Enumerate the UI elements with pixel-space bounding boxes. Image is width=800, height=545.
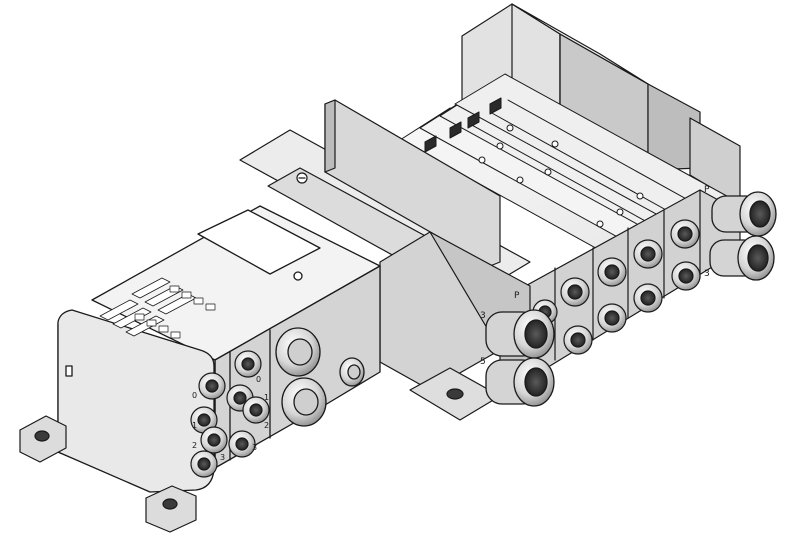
- module-b-port-2: 2: [264, 421, 269, 430]
- round-connectors: [275, 327, 365, 427]
- manifold-left-fittings: P 3 5: [480, 291, 555, 407]
- module-b-ports: 0 1 2 3: [226, 350, 270, 458]
- module-a-port-0: 0: [192, 391, 197, 400]
- right-mark-p: P: [704, 185, 710, 195]
- mounting-feet: [19, 415, 197, 533]
- module-b-port-0: 0: [256, 375, 261, 384]
- left-mark-3: 3: [480, 311, 486, 321]
- module-b-port-1: 1: [264, 393, 269, 402]
- left-mark-p: P: [514, 291, 520, 301]
- right-mark-3: 3: [704, 269, 710, 279]
- module-b-port-3: 3: [252, 443, 257, 452]
- left-mark-5: 5: [480, 357, 486, 367]
- right-large-fittings: P 3: [704, 185, 777, 281]
- interface-block: [239, 99, 531, 421]
- module-a-port-2: 2: [192, 441, 197, 450]
- module-a-port-3: 3: [220, 453, 225, 462]
- module-a-port-1: 1: [192, 421, 197, 430]
- module-a-ports: 0 1 2 3: [190, 372, 228, 478]
